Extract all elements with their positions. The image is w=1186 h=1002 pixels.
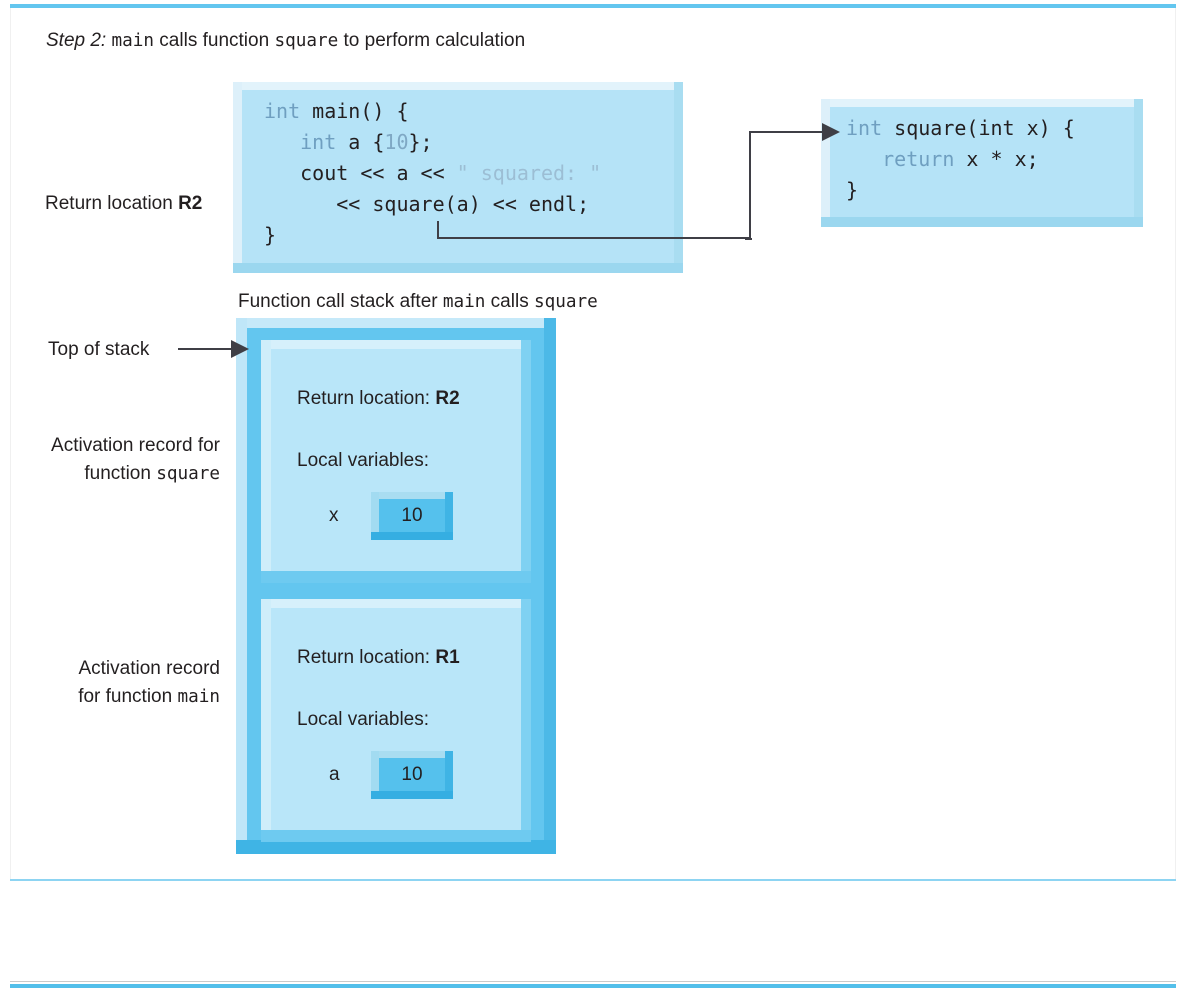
record-square-locals-label: Local variables:: [297, 450, 430, 471]
caption-step-label: Step 2:: [46, 30, 107, 51]
record-square-var-name: x: [329, 505, 339, 526]
code-main-kw-int: int: [264, 99, 301, 123]
stack-bevel-left: [236, 318, 247, 854]
page-rule-middle: [10, 879, 1176, 881]
label-return-location-r2: Return location R2: [45, 193, 202, 215]
record-main-return-label: Return location:: [297, 647, 431, 668]
record-main-var-box-bevel-right: [445, 751, 453, 799]
code-main-line2-mid: a {: [336, 130, 385, 154]
code-square-bevel-right: [1134, 99, 1143, 227]
page-edge-left: [10, 8, 11, 880]
code-square-kw-int: int: [846, 116, 883, 140]
stack-bevel-right: [544, 318, 556, 854]
record-square-var-box-bevel-bottom: [371, 532, 453, 540]
activation-record-main: Return location: R1 Local variables: a 1…: [261, 599, 531, 842]
caption-main-identifier: main: [111, 31, 155, 51]
label-return-location-text: Return location: [45, 193, 179, 214]
label-activation-main-line1: Activation record: [78, 658, 220, 679]
code-main-bevel-bottom: [233, 263, 683, 273]
label-activation-main-line2-text: for function: [78, 686, 178, 707]
record-main-bevel-top: [261, 599, 531, 608]
caption-square-identifier: square: [274, 31, 339, 51]
code-square-text: int square(int x) { return x * x; }: [846, 113, 1075, 206]
record-square-return-line: Return location: R2: [297, 388, 460, 410]
record-main-bevel-bottom: [261, 830, 531, 842]
record-main-var-name: a: [329, 764, 340, 785]
code-main-line3: cout << a <<: [264, 161, 457, 185]
code-main-bevel-right: [674, 82, 683, 273]
label-activation-square-line2-text: function: [84, 463, 157, 484]
activation-record-square: Return location: R2 Local variables: x 1…: [261, 340, 531, 583]
code-square-face: [830, 107, 1134, 217]
record-main-var-box: 10: [371, 751, 453, 799]
code-main-line2-end: };: [408, 130, 433, 154]
record-main-return-value: R1: [435, 647, 460, 668]
record-square-return-label: Return location:: [297, 388, 431, 409]
code-main-bevel-left: [233, 82, 242, 273]
stack-title-text-2: calls: [485, 291, 534, 312]
label-activation-record-square: Activation record for function square: [8, 432, 220, 488]
code-square-kw-return: return: [882, 147, 955, 171]
label-activation-square-line1: Activation record for: [51, 435, 220, 456]
page-edge-right: [1175, 8, 1176, 880]
code-main-line4: << square(a) << endl;: [264, 192, 590, 216]
code-main-kw-int-2: int: [300, 130, 337, 154]
code-main-text: int main() { int a {10}; cout << a << " …: [264, 96, 601, 251]
record-main-return-line: Return location: R1: [297, 647, 460, 669]
record-main-bevel-right: [521, 599, 531, 842]
label-activation-record-main: Activation record for function main: [8, 655, 220, 711]
code-square-line2: x * x;: [954, 147, 1039, 171]
record-square-var-box-bevel-right: [445, 492, 453, 540]
code-main-string: " squared: ": [456, 161, 602, 185]
page-rule-top: [10, 4, 1176, 8]
code-main-line1: main() {: [300, 99, 409, 123]
function-call-stack: Return location: R2 Local variables: x 1…: [236, 318, 556, 854]
stack-bevel-top: [236, 318, 556, 328]
code-main-literal-10: 10: [384, 130, 409, 154]
page-rule-bottom: [10, 984, 1176, 988]
code-square-line3: }: [846, 178, 859, 202]
record-square-var-box-bevel-left: [371, 492, 379, 540]
record-main-var-box-bevel-bottom: [371, 791, 453, 799]
record-square-bevel-right: [521, 340, 531, 583]
label-top-of-stack: Top of stack: [48, 339, 150, 360]
code-square-bevel-left: [821, 99, 830, 227]
record-square-var-value: 10: [379, 499, 445, 532]
caption-text-end: to perform calculation: [338, 30, 526, 51]
record-main-var-box-bevel-top: [371, 751, 453, 758]
record-square-bevel-top: [261, 340, 531, 349]
stack-title-text-1: Function call stack after: [238, 291, 443, 312]
caption-text-middle: calls function: [154, 30, 275, 51]
code-main-line5: }: [264, 223, 277, 247]
record-main-var-value: 10: [379, 758, 445, 791]
code-main-line2-indent: [264, 130, 300, 154]
record-square-return-value: R2: [435, 388, 460, 409]
code-main-bevel-top: [233, 82, 683, 90]
code-square-bevel-top: [821, 99, 1143, 107]
stack-title-main: main: [442, 292, 486, 312]
code-square-line2-indent: [846, 147, 882, 171]
record-square-bevel-bottom: [261, 571, 531, 583]
record-square-var-box-bevel-top: [371, 492, 453, 499]
stack-title: Function call stack after main calls squ…: [238, 291, 598, 313]
page-rule-bottom-hairline: [10, 981, 1176, 982]
code-block-square: int square(int x) { return x * x; }: [821, 99, 1143, 227]
record-square-var-box: 10: [371, 492, 453, 540]
label-activation-square-identifier: square: [156, 464, 220, 484]
stack-title-square: square: [533, 292, 598, 312]
code-square-line1: square(int x) {: [882, 116, 1075, 140]
label-activation-main-identifier: main: [177, 687, 220, 707]
code-square-bevel-bottom: [821, 217, 1143, 227]
stack-bevel-bottom: [236, 840, 556, 854]
figure-caption: Step 2: main calls function square to pe…: [46, 30, 525, 52]
code-block-main: int main() { int a {10}; cout << a << " …: [233, 82, 683, 273]
record-main-bevel-left: [261, 599, 271, 842]
record-square-bevel-left: [261, 340, 271, 583]
record-main-var-box-bevel-left: [371, 751, 379, 799]
record-main-locals-label: Local variables:: [297, 709, 430, 730]
label-return-location-value: R2: [178, 193, 203, 214]
